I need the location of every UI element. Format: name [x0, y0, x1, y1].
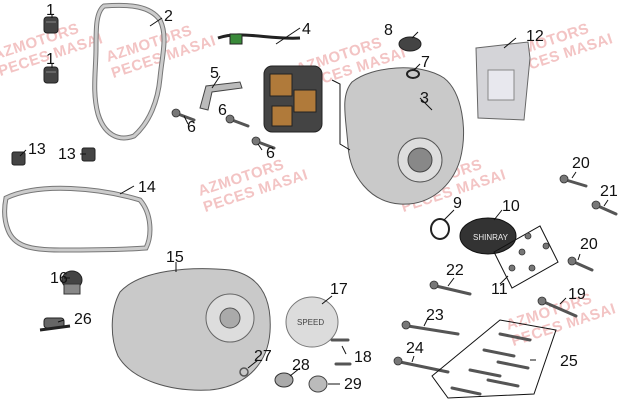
part-1-bushing-top	[43, 16, 59, 34]
part-12-chain-cover	[475, 41, 531, 121]
part-27-o-ring	[239, 367, 249, 377]
leader-lines	[19, 14, 609, 385]
callout-15: 15	[166, 249, 184, 266]
part-23-bolt	[401, 320, 460, 336]
callout-6: 6	[187, 119, 196, 136]
callout-11: 11	[491, 281, 508, 298]
callout-5: 5	[210, 65, 219, 82]
callout-6: 6	[266, 145, 275, 162]
part-25-bolt-set	[431, 319, 557, 399]
callout-13: 13	[58, 146, 76, 163]
callout-27: 27	[254, 348, 272, 365]
part-20-screw	[559, 174, 588, 188]
part-1-bushing-bottom	[43, 66, 59, 84]
watermark: AZMOTORS PECES MASAI	[504, 290, 618, 350]
callout-10: 10	[502, 198, 520, 215]
part-6-screw	[225, 114, 250, 128]
callout-4: 4	[302, 21, 311, 38]
part-19-bolt	[537, 296, 578, 318]
part-20-screw	[567, 256, 594, 272]
callout-23: 23	[426, 307, 444, 324]
part-16-sensor	[61, 270, 83, 295]
part-7-o-ring	[406, 69, 420, 79]
part-3-magneto-cover	[344, 67, 464, 205]
part-6-screw	[251, 136, 276, 150]
assembly-bracket-line	[331, 79, 351, 151]
callout-3: 3	[420, 90, 429, 107]
callout-28: 28	[292, 357, 310, 374]
part-22-bolt	[429, 280, 472, 296]
callout-22: 22	[446, 262, 464, 279]
part-8-plug	[398, 36, 422, 52]
callout-8: 8	[384, 22, 393, 39]
callout-6: 6	[218, 102, 227, 119]
watermark: AZMOTORS PECES MASAI	[196, 156, 310, 216]
part-5-bracket	[199, 81, 243, 111]
part-4-stator-assembly	[217, 33, 323, 133]
part-14-gasket-inner	[3, 186, 152, 252]
callout-20: 20	[580, 236, 598, 253]
callout-2: 2	[164, 8, 173, 25]
callout-13: 13	[28, 141, 46, 158]
callout-16: 16	[50, 270, 68, 287]
part-21-screw	[591, 200, 618, 216]
cover-disc-badge: SPEED	[297, 318, 324, 327]
part-26-valve	[39, 317, 71, 332]
part-29-nut	[308, 375, 328, 393]
callout-25: 25	[560, 353, 578, 370]
callout-19: 19	[568, 286, 586, 303]
part-17-cover-disc: SPEED	[285, 296, 339, 348]
part-2-gasket-inner	[93, 3, 166, 140]
callout-12: 12	[526, 28, 544, 45]
callout-labels: 1 1 2 3 4 5 6 6 6 7 8 9 10 11 12 13 13 1…	[28, 2, 618, 393]
part-15-clutch-cover	[111, 268, 271, 391]
callout-24: 24	[406, 340, 424, 357]
callout-14: 14	[138, 179, 156, 196]
callout-1: 1	[46, 51, 55, 68]
callout-7: 7	[421, 54, 430, 71]
part-13-dowel	[11, 151, 26, 166]
callout-20: 20	[572, 155, 590, 172]
part-24-bolt	[393, 356, 450, 374]
part-6-screw	[171, 108, 196, 122]
callout-17: 17	[330, 281, 348, 298]
part-10-cover-cap: SHINRAY	[459, 217, 517, 255]
part-9-o-ring	[430, 218, 450, 240]
cover-cap-badge: SHINRAY	[473, 233, 509, 242]
callout-9: 9	[453, 195, 462, 212]
callout-26: 26	[74, 311, 92, 328]
callout-29: 29	[344, 376, 362, 393]
part-28-washer	[274, 372, 294, 388]
callout-1: 1	[46, 2, 55, 19]
callout-18: 18	[354, 349, 372, 366]
callout-21: 21	[600, 183, 618, 200]
part-11-bolt-set	[493, 225, 559, 289]
